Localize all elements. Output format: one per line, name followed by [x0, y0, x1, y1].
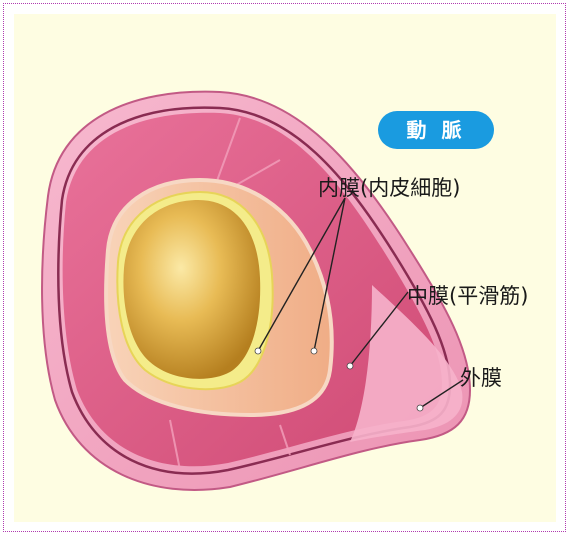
intima-label: 内膜(内皮細胞)	[318, 172, 460, 202]
artery-title-badge: 動 脈	[378, 111, 494, 149]
adventitia-label: 外膜	[460, 362, 502, 392]
lumen	[123, 200, 260, 379]
media-label: 中膜(平滑筋)	[407, 280, 528, 310]
